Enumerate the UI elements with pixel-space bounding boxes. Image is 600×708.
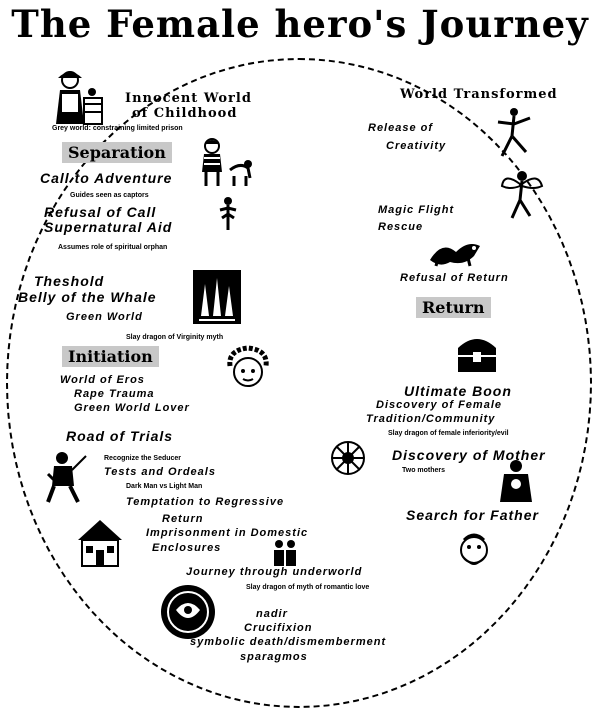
enclosures-label: Enclosures bbox=[152, 542, 222, 554]
rape-trauma-label: Rape Trauma bbox=[74, 388, 155, 400]
mandala-icon bbox=[330, 440, 366, 476]
tradition-community-label: Tradition/Community bbox=[366, 413, 496, 425]
journey-underworld-label: Journey through underworld bbox=[186, 566, 363, 578]
world-of-eros-label: World of Eros bbox=[60, 374, 145, 386]
guides-note: Guides seen as captors bbox=[70, 192, 149, 199]
search-for-father-label: Search for Father bbox=[406, 507, 539, 523]
road-of-trials-label: Road of Trials bbox=[66, 428, 174, 444]
rescue-label: Rescue bbox=[378, 221, 424, 233]
knight-icon bbox=[44, 450, 88, 504]
girl-dog-icon bbox=[198, 138, 254, 190]
initiation-header: Initiation bbox=[62, 346, 159, 367]
symbolic-death-label: symbolic death/dismemberment bbox=[190, 636, 387, 648]
two-mothers-note: Two mothers bbox=[402, 467, 446, 474]
discovery-female-label: Discovery of Female bbox=[376, 399, 502, 411]
green-world-lover-label: Green World Lover bbox=[74, 402, 190, 414]
tests-ordeals-label: Tests and Ordeals bbox=[104, 466, 216, 478]
forest-icon bbox=[193, 270, 241, 324]
crucifixion-label: Crucifixion bbox=[244, 622, 313, 634]
globe-icon bbox=[158, 582, 218, 642]
imprisonment-label: Imprisonment in Domestic bbox=[146, 527, 309, 539]
couple-icon bbox=[270, 538, 300, 568]
assumes-role-note: Assumes role of spiritual orphan bbox=[58, 244, 168, 251]
call-to-adventure-label: Call to Adventure bbox=[40, 170, 173, 186]
return-word-label: Return bbox=[162, 513, 204, 525]
grandma-icon bbox=[52, 68, 104, 126]
nadir-label: nadir bbox=[256, 608, 288, 620]
dark-man-note: Dark Man vs Light Man bbox=[126, 483, 203, 490]
childhood-label: of Childhood bbox=[132, 106, 238, 121]
slay-inferiority-note: Slay dragon of female inferiority/evil bbox=[388, 430, 509, 437]
sparagmos-label: sparagmos bbox=[240, 651, 308, 663]
discovery-of-mother-label: Discovery of Mother bbox=[392, 447, 546, 463]
grey-world-note: Grey world: constraining limited prison bbox=[52, 125, 183, 132]
green-world-label: Green World bbox=[66, 311, 143, 323]
magic-flight-label: Magic Flight bbox=[378, 204, 455, 216]
supernatural-aid-label: Supernatural Aid bbox=[44, 219, 173, 235]
curly-head-icon bbox=[222, 344, 274, 394]
treasure-chest-icon bbox=[454, 330, 500, 374]
release-of-label: Release of bbox=[368, 122, 434, 134]
dragon-icon bbox=[428, 236, 482, 270]
threshold-label: Theshold bbox=[34, 273, 105, 289]
refusal-of-call-label: Refusal of Call bbox=[44, 204, 157, 220]
slay-virginity-note: Slay dragon of Virginity myth bbox=[126, 334, 224, 341]
winged-figure-icon bbox=[218, 196, 238, 232]
house-icon bbox=[74, 516, 126, 568]
refusal-of-return-label: Refusal of Return bbox=[400, 272, 509, 284]
fairy-icon bbox=[498, 168, 546, 222]
innocent-world-label: Innocent World bbox=[125, 91, 252, 106]
recognize-seducer-note: Recognize the Seducer bbox=[104, 455, 182, 462]
separation-header: Separation bbox=[62, 142, 172, 163]
ultimate-boon-label: Ultimate Boon bbox=[404, 383, 512, 399]
dancer-icon bbox=[494, 106, 534, 160]
world-transformed-label: World Transformed bbox=[400, 87, 558, 102]
old-man-icon bbox=[452, 532, 496, 576]
slay-romantic-note: Slay dragon of myth of romantic love bbox=[246, 584, 370, 591]
page-title: The Female hero's Journey bbox=[11, 2, 589, 46]
belly-of-whale-label: Belly of the Whale bbox=[18, 289, 157, 305]
creativity-label: Creativity bbox=[386, 140, 447, 152]
temptation-label: Temptation to Regressive bbox=[126, 496, 285, 508]
return-header: Return bbox=[416, 297, 491, 318]
mother-icon bbox=[496, 458, 536, 504]
